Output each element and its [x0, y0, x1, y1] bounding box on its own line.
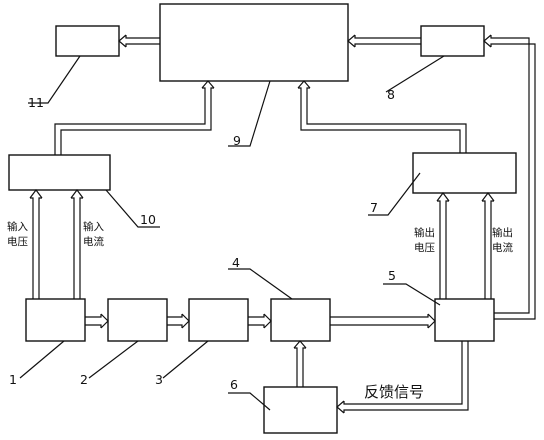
leader-7: [368, 172, 421, 216]
arrow-1-to-2: [85, 313, 109, 329]
leader-11: [28, 55, 81, 104]
label-output-voltage-2: 电压: [414, 241, 435, 254]
leader-10: [105, 189, 160, 228]
block-6-feedback: [263, 386, 338, 434]
leader-6: [228, 392, 271, 411]
label-output-current-1: 输出: [492, 226, 513, 239]
arrow-9-to-11: [118, 34, 160, 48]
block-1: [25, 298, 86, 342]
block-4: [270, 298, 331, 342]
arrow-7-to-9: [297, 80, 467, 153]
label-4: 4: [232, 255, 240, 270]
label-2: 2: [80, 372, 88, 387]
block-3: [188, 298, 249, 342]
arrow-1-to-10-current: [70, 189, 84, 299]
label-output-current-2: 电流: [492, 241, 513, 254]
label-output-voltage-1: 输出: [414, 226, 435, 239]
label-7: 7: [370, 200, 378, 215]
arrow-4-to-5: [330, 313, 436, 329]
label-1: 1: [9, 372, 17, 387]
block-2: [107, 298, 168, 342]
leader-2: [88, 340, 139, 379]
arrow-3-to-4: [248, 313, 272, 329]
arrow-1-to-10-voltage: [29, 189, 43, 299]
label-input-current-2: 电流: [83, 235, 104, 248]
block-10-input-sensor: [8, 154, 111, 191]
leader-3: [162, 340, 209, 379]
leader-9: [228, 80, 271, 147]
label-11: 11: [28, 95, 44, 110]
label-3: 3: [155, 372, 163, 387]
arrow-5-to-6-feedback: [336, 341, 469, 414]
label-6: 6: [230, 377, 238, 392]
block-9-controller: [159, 3, 349, 82]
arrow-10-to-9: [54, 80, 215, 155]
label-9: 9: [233, 133, 241, 148]
arrow-5-to-8: [483, 34, 536, 320]
leader-1: [19, 340, 65, 379]
label-input-current-1: 输入: [83, 220, 104, 233]
arrow-5-to-7-current: [481, 192, 495, 299]
leader-4: [228, 268, 293, 300]
label-8: 8: [387, 87, 395, 102]
block-8: [420, 25, 485, 57]
leader-5: [383, 283, 441, 306]
leader-8: [385, 55, 445, 93]
label-10: 10: [140, 212, 156, 227]
arrow-5-to-7-voltage: [436, 192, 450, 299]
arrow-8-to-9: [347, 34, 421, 48]
arrow-2-to-3: [167, 313, 190, 329]
label-input-voltage-1: 输入: [7, 220, 28, 233]
block-5: [434, 298, 495, 342]
label-feedback-signal: 反馈信号: [364, 383, 424, 401]
label-5: 5: [388, 268, 396, 283]
arrow-6-to-4: [293, 340, 307, 387]
block-7-output-sensor: [412, 152, 517, 194]
block-11: [55, 25, 120, 57]
label-input-voltage-2: 电压: [7, 235, 28, 248]
